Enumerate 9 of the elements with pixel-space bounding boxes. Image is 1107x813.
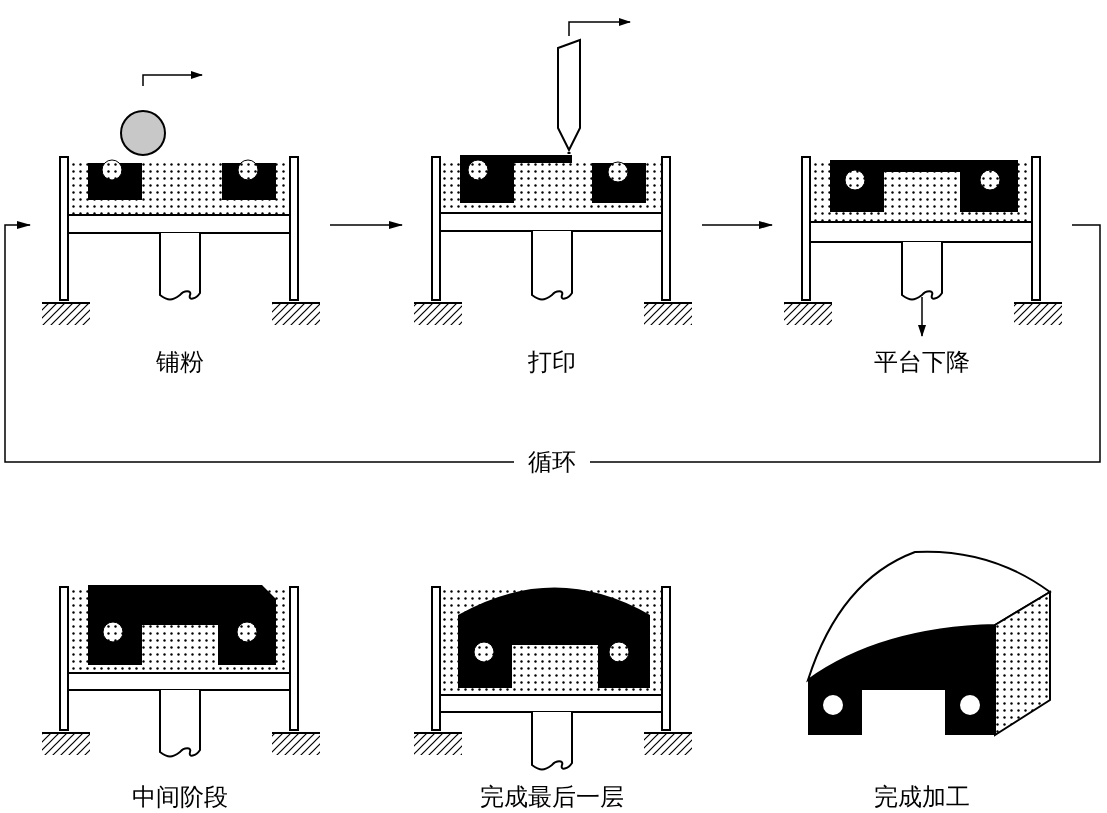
stage-caption: 平台下降 [874,347,970,377]
stage-caption: 铺粉 [156,347,204,377]
stage-caption: 完成加工 [874,782,970,812]
arrow [329,221,403,229]
arrow [4,221,1101,463]
stage-caption: 打印 [528,347,576,377]
arrow [701,221,773,229]
stage-caption: 完成最后一层 [480,782,624,812]
stage-caption: 中间阶段 [132,782,228,812]
